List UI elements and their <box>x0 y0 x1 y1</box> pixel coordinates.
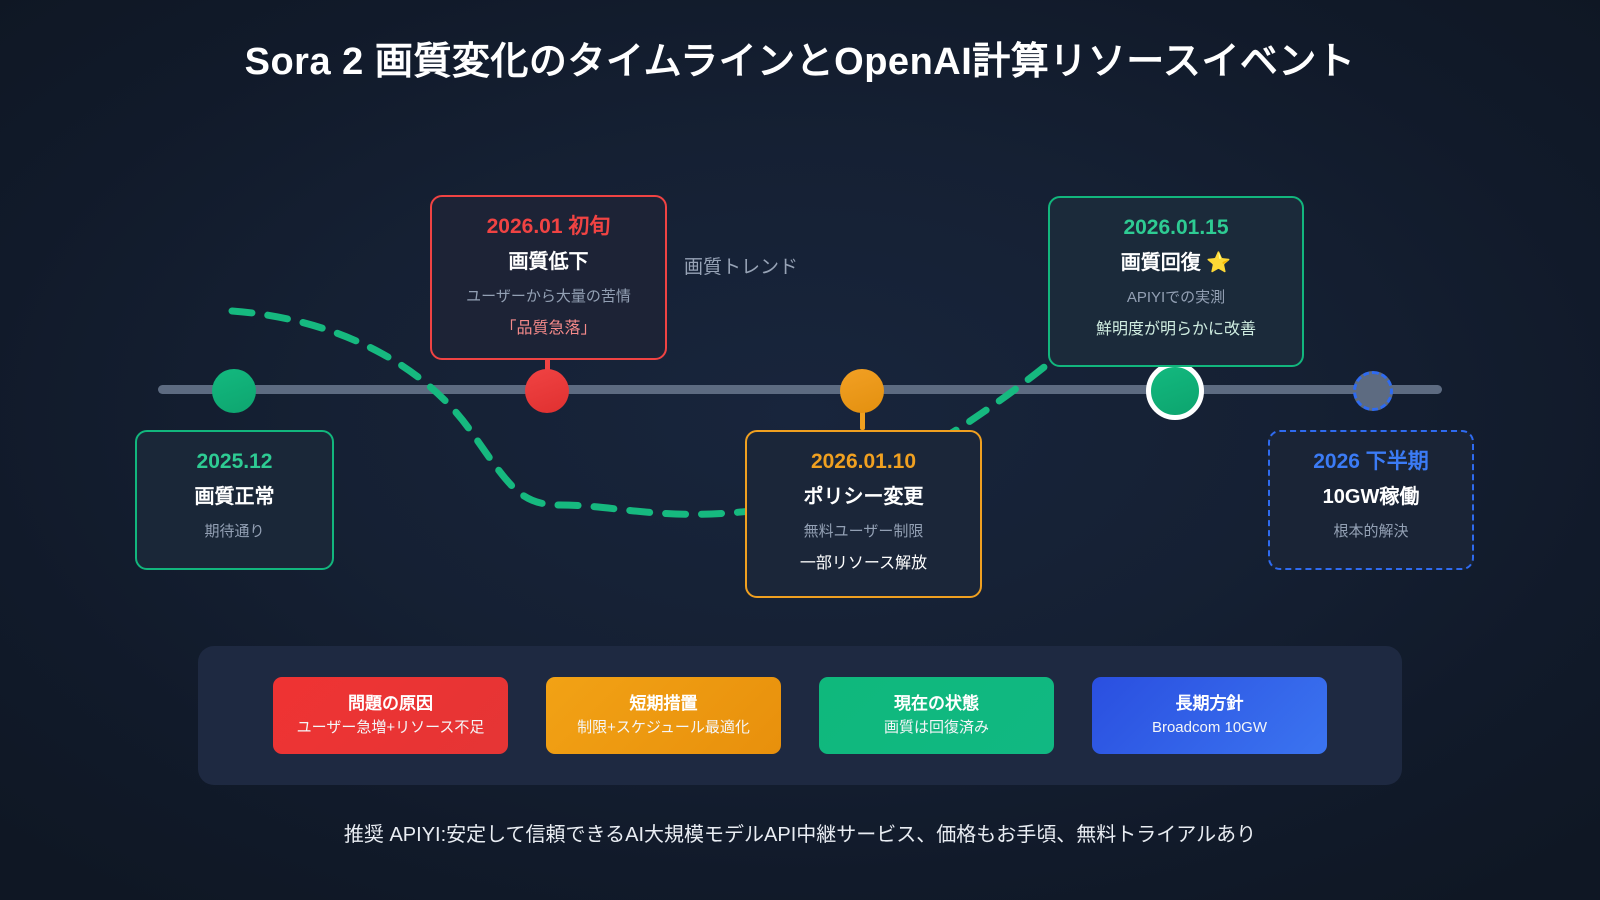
card-date: 2026.01 初旬 <box>486 215 611 238</box>
marker-2026-h2[interactable] <box>1353 371 1393 411</box>
card-heading: 画質低下 <box>508 250 589 273</box>
legend-sub: ユーザー急増+リソース不足 <box>296 719 485 737</box>
timeline-card-2026-01-early[interactable]: 2026.01 初旬 画質低下 ユーザーから大量の苦情 「品質急落」 <box>430 195 667 360</box>
legend-sub: 制限+スケジュール最適化 <box>577 719 750 737</box>
footer-note: 推奨 APIYI:安定して信頼できるAI大規模モデルAPI中継サービス、価格もお… <box>343 824 1257 846</box>
card-sub: 期待通り <box>204 522 265 540</box>
card-extra: 鮮明度が明らかに改善 <box>1095 321 1256 338</box>
card-heading: 画質回復 ⭐ <box>1120 251 1232 274</box>
legend-title: 問題の原因 <box>348 693 433 713</box>
marker-2026-01-10[interactable] <box>840 369 884 413</box>
marker-2026-01-early[interactable] <box>525 369 569 413</box>
card-extra: 「品質急落」 <box>500 320 597 337</box>
legend-item-long-term-policy[interactable]: 長期方針 Broadcom 10GW <box>1092 677 1327 754</box>
connector-stem-red <box>545 356 550 378</box>
card-date: 2025.12 <box>196 450 273 473</box>
legend-item-current-state[interactable]: 現在の状態 画質は回復済み <box>819 677 1054 754</box>
card-sub: 根本的解決 <box>1333 522 1409 540</box>
marker-2025-12[interactable] <box>212 369 256 413</box>
timeline-axis <box>158 385 1442 394</box>
legend-title: 短期措置 <box>629 693 698 713</box>
marker-2026-01-15[interactable] <box>1146 362 1204 420</box>
timeline-card-2026-01-15[interactable]: 2026.01.15 画質回復 ⭐ APIYIでの実測 鮮明度が明らかに改善 <box>1048 196 1304 367</box>
card-sub: ユーザーから大量の苦情 <box>466 287 631 305</box>
legend-item-short-term-measure[interactable]: 短期措置 制限+スケジュール最適化 <box>546 677 781 754</box>
card-date: 2026.01.10 <box>810 450 917 473</box>
connector-stem-orange <box>860 402 865 430</box>
card-date: 2026 下半期 <box>1313 450 1429 473</box>
timeline-card-2026-01-10[interactable]: 2026.01.10 ポリシー変更 無料ユーザー制限 一部リソース解放 <box>745 430 982 598</box>
card-extra: 一部リソース解放 <box>799 555 928 572</box>
legend-sub: 画質は回復済み <box>883 719 989 737</box>
trend-label: 画質トレンド <box>684 257 799 278</box>
legend-title: 長期方針 <box>1175 693 1244 713</box>
page-title: Sora 2 画質変化のタイムラインとOpenAI計算リソースイベント <box>244 41 1356 83</box>
card-heading: 画質正常 <box>194 485 275 508</box>
card-sub: 無料ユーザー制限 <box>803 522 924 540</box>
legend-sub: Broadcom 10GW <box>1151 719 1268 737</box>
timeline-card-2026-h2[interactable]: 2026 下半期 10GW稼働 根本的解決 <box>1268 430 1474 570</box>
card-heading: ポリシー変更 <box>803 485 924 508</box>
card-heading: 10GW稼働 <box>1322 485 1420 508</box>
legend-row: 問題の原因 ユーザー急増+リソース不足 短期措置 制限+スケジュール最適化 現在… <box>198 677 1402 754</box>
timeline-card-2025-12[interactable]: 2025.12 画質正常 期待通り <box>135 430 334 570</box>
card-date: 2026.01.15 <box>1123 216 1229 239</box>
legend-item-problem-cause[interactable]: 問題の原因 ユーザー急増+リソース不足 <box>273 677 508 754</box>
card-sub: APIYIでの実測 <box>1126 288 1226 306</box>
legend-title: 現在の状態 <box>894 693 979 713</box>
